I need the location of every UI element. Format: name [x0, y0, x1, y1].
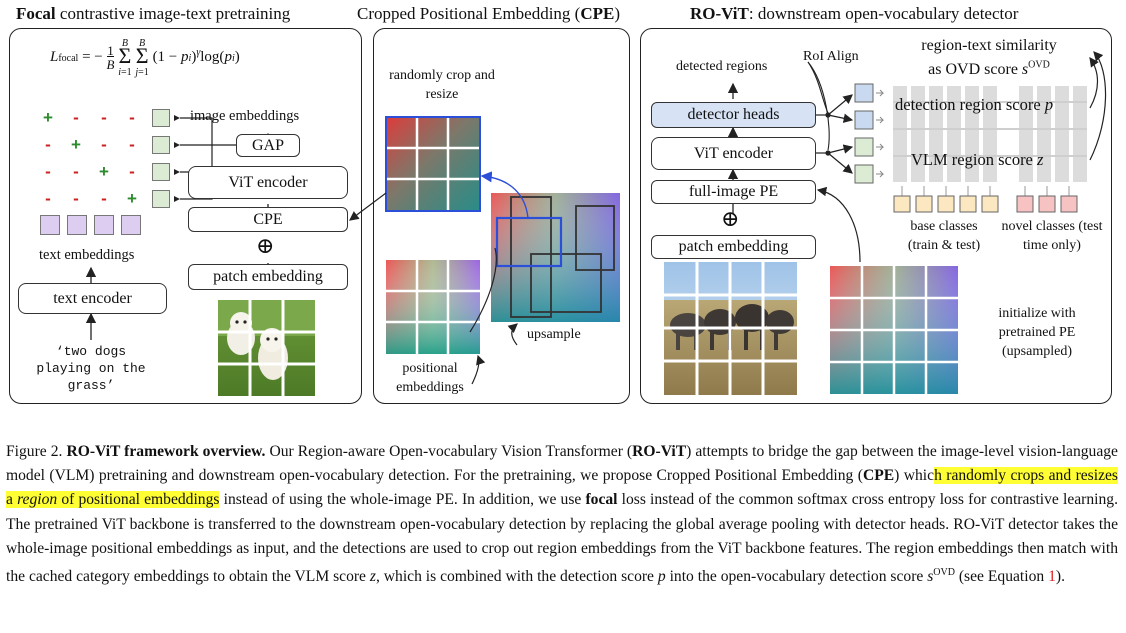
patch-embedding-box: patch embedding	[188, 264, 348, 290]
cpe-box: CPE	[188, 207, 348, 232]
upsampled-pe	[491, 193, 620, 322]
text-embedding-4	[121, 215, 141, 235]
patch-embedding-box-detector: patch embedding	[651, 235, 816, 259]
cropped-pe-grid	[385, 116, 481, 212]
elephants-photo	[664, 262, 797, 395]
positive-pair-sign: +	[127, 189, 137, 208]
add-operator-detector: ⊕	[721, 206, 740, 231]
rovit-panel-title: RO-ViT: downstream open-vocabulary detec…	[690, 4, 1019, 23]
base-class-embeddings	[893, 195, 999, 213]
negative-pair-sign: -	[101, 135, 107, 154]
cpe-panel-title: Cropped Positional Embedding (CPE)	[357, 4, 621, 23]
negative-pair-sign: -	[45, 135, 51, 154]
positional-embeddings-label: positional embeddings	[396, 361, 464, 395]
dogs-photo	[218, 300, 315, 396]
negative-pair-sign: -	[101, 189, 107, 208]
negative-pair-sign: -	[129, 108, 135, 127]
detected-regions-label: detected regions	[676, 59, 768, 74]
initialize-pe-label: initialize with pretrained PE (upsampled…	[998, 306, 1076, 359]
image-embedding-1	[152, 109, 170, 127]
positive-pair-sign: +	[99, 162, 109, 181]
image-embeddings-label: image embeddings	[190, 108, 300, 124]
negative-pair-sign: -	[73, 162, 79, 181]
vit-encoder-box: ViT encoder	[188, 166, 348, 199]
negative-pair-sign: -	[129, 162, 135, 181]
vit-encoder-box-detector: ViT encoder	[651, 137, 816, 170]
caption-lead: Figure 2.	[6, 443, 63, 460]
full-pe-grid	[830, 266, 958, 394]
caption-body: Our Region-aware Open-vocabulary Vision …	[6, 443, 1118, 586]
negative-pair-sign: -	[73, 189, 79, 208]
full-image-pe-box: full-image PE	[651, 180, 816, 204]
negative-pair-sign: -	[129, 135, 135, 154]
novel-class-embeddings	[1016, 195, 1078, 213]
negative-pair-sign: -	[73, 108, 79, 127]
caption-title: RO-ViT framework overview.	[66, 443, 266, 460]
randomly-crop-label: randomly crop and resize	[389, 68, 495, 102]
text-input-caption: ‘two dogs playing on the grass’	[36, 344, 146, 393]
figure-caption: Figure 2. RO-ViT framework overview. Our…	[6, 440, 1118, 589]
add-operator: ⊕	[256, 233, 275, 258]
focal-panel-title: Focal contrastive image-text pretraining	[16, 4, 291, 23]
image-embedding-2	[152, 136, 170, 154]
upsample-label: upsample	[527, 327, 581, 342]
positional-embeddings-grid	[386, 260, 480, 354]
gap-box: GAP	[236, 134, 300, 157]
positive-pair-sign: +	[43, 108, 53, 127]
base-classes-label: base classes (train & test)	[907, 219, 981, 253]
novel-classes-label: novel classes (test time only)	[1001, 219, 1103, 253]
positive-pair-sign: +	[71, 135, 81, 154]
detection-score-label: detection region score p	[895, 95, 1054, 114]
negative-pair-sign: -	[101, 108, 107, 127]
text-embedding-1	[40, 215, 60, 235]
text-encoder-box: text encoder	[18, 283, 167, 314]
text-embedding-3	[94, 215, 114, 235]
vlm-score-label: VLM region score z	[911, 150, 1044, 169]
negative-pair-sign: -	[45, 189, 51, 208]
image-embedding-4	[152, 190, 170, 208]
text-embedding-2	[67, 215, 87, 235]
score-matrix	[893, 86, 1087, 182]
image-embedding-3	[152, 163, 170, 181]
text-embeddings-label: text embeddings	[39, 247, 135, 263]
negative-pair-sign: -	[45, 162, 51, 181]
detector-heads-box: detector heads	[651, 102, 816, 128]
roi-align-label: RoI Align	[803, 49, 859, 64]
